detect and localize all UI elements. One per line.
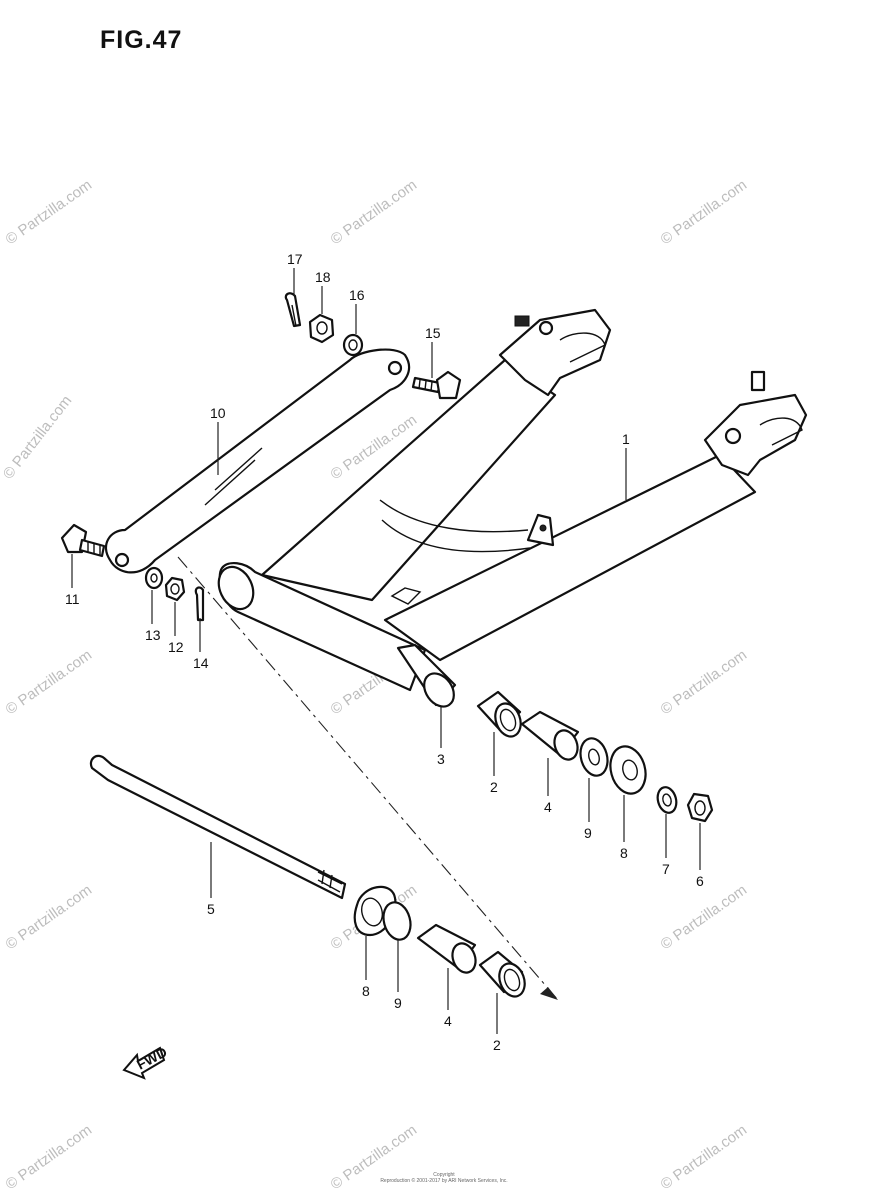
watermark: © Partzilla.com — [3, 646, 96, 718]
callout-6: 6 — [696, 873, 704, 889]
callout-11: 11 — [65, 591, 80, 607]
callout-9-lower: 9 — [394, 995, 402, 1011]
watermark: © Partzilla.com — [3, 176, 96, 248]
leader-lines — [71, 268, 701, 1034]
callout-labels: 17 18 16 15 10 1 11 13 12 14 3 2 4 9 8 7… — [65, 251, 704, 1053]
callout-7: 7 — [662, 861, 670, 877]
centerline-arrow — [540, 987, 558, 1000]
callout-8-lower: 8 — [362, 983, 370, 999]
washer-9-lower — [382, 901, 412, 941]
callout-2-upper: 2 — [490, 779, 498, 795]
spacer-4-lower — [416, 923, 477, 974]
callout-8-upper: 8 — [620, 845, 628, 861]
washer-13 — [144, 566, 164, 590]
watermark: © Partzilla.com — [658, 881, 751, 953]
callout-1: 1 — [622, 431, 630, 447]
copyright-line-2: Reproduction © 2001-2017 by ARI Network … — [380, 1178, 508, 1184]
callout-18: 18 — [315, 269, 331, 285]
watermark: © Partzilla.com — [328, 176, 421, 248]
copyright-footer: Copyright Reproduction © 2001-2017 by AR… — [0, 1172, 888, 1184]
washer-16 — [342, 333, 364, 357]
cotter-pin-17 — [284, 292, 302, 328]
bearing-2-lower — [478, 950, 526, 998]
copyright-line-1: Copyright — [433, 1172, 455, 1178]
bolt-15 — [411, 370, 462, 400]
fwd-arrow: FWD — [122, 1044, 170, 1080]
torque-link — [104, 348, 411, 574]
nut-12 — [164, 576, 186, 602]
callout-10: 10 — [210, 405, 226, 421]
castle-nut-18 — [308, 313, 335, 344]
figure-title: FIG.47 — [100, 26, 183, 54]
callout-12: 12 — [168, 639, 184, 655]
seal-8-upper — [609, 745, 647, 795]
spacer-4-upper — [520, 710, 580, 761]
assembly-centerline — [177, 556, 559, 1001]
watermark: © Partzilla.com — [658, 176, 751, 248]
watermark: © Partzilla.com — [658, 646, 751, 718]
callout-4-lower: 4 — [444, 1013, 452, 1029]
bearing-2-upper — [476, 690, 522, 738]
pivot-shaft — [89, 754, 347, 900]
callout-14: 14 — [193, 655, 209, 671]
callout-3: 3 — [437, 751, 445, 767]
watermark: © Partzilla.com — [3, 881, 96, 953]
watermark: © Partzilla.com — [0, 392, 75, 482]
washer-7 — [656, 786, 678, 814]
bolt-11 — [60, 523, 106, 558]
watermark-layer: © Partzilla.com © Partzilla.com © Partzi… — [0, 176, 750, 1193]
callout-5: 5 — [207, 901, 215, 917]
callout-16: 16 — [349, 287, 365, 303]
callout-17: 17 — [287, 251, 303, 267]
nut-6 — [686, 792, 714, 823]
callout-15: 15 — [425, 325, 441, 341]
swingarm — [217, 308, 808, 708]
callout-4-upper: 4 — [544, 799, 552, 815]
callout-2-lower: 2 — [493, 1037, 501, 1053]
callout-13: 13 — [145, 627, 161, 643]
cotter-pin-14 — [194, 586, 205, 622]
washer-9-upper — [579, 737, 609, 777]
callout-9-upper: 9 — [584, 825, 592, 841]
